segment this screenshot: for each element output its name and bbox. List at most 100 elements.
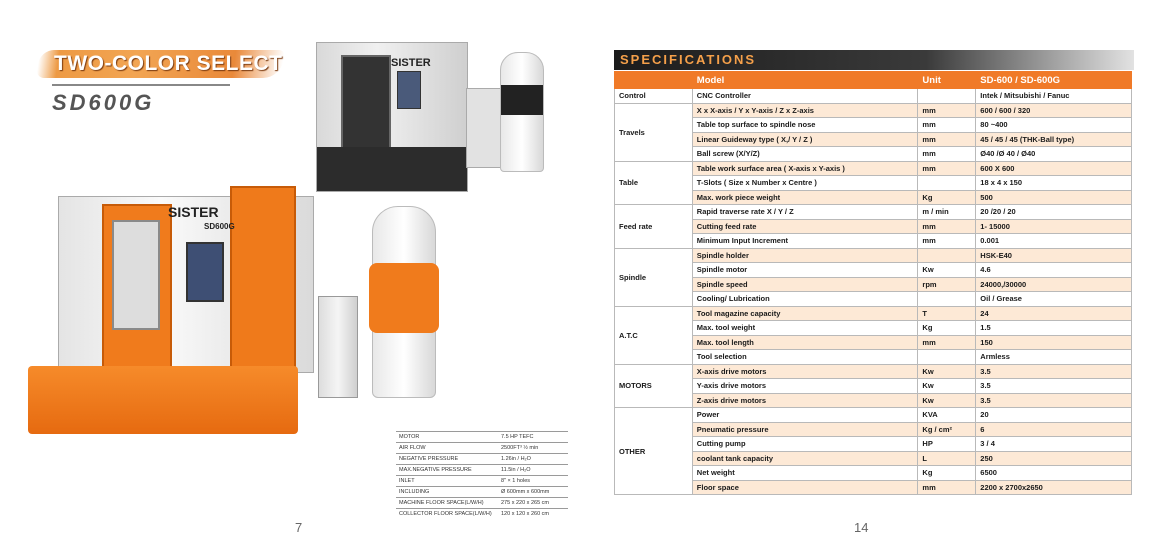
machine-brand: SISTER	[168, 204, 219, 220]
spec-model: Net weight	[691, 465, 919, 481]
spec-value: 3.5	[975, 378, 1132, 394]
spec-unit: Kw	[917, 363, 977, 379]
spec-group-label: Table	[614, 160, 693, 205]
spec-model: Floor space	[691, 479, 919, 495]
spec-value: 45 / 45 / 45 (THK-Ball type)	[975, 131, 1132, 147]
collector-spec-key: MAX.NEGATIVE PRESSURE	[396, 464, 498, 476]
spec-unit: Kw	[917, 392, 977, 408]
spec-model: Pneumatic pressure	[691, 421, 919, 437]
collector-spec-value: 11.5in / H₂O	[498, 464, 568, 476]
dust-collector-orange	[369, 206, 439, 398]
spec-model: Power	[691, 407, 919, 423]
spec-value: 250	[975, 450, 1132, 466]
spec-model: Rapid traverse rate X / Y / Z	[691, 204, 919, 220]
spec-model: Spindle speed	[691, 276, 919, 292]
spec-model: Ball screw (X/Y/Z)	[691, 146, 919, 162]
collector-spec-key: AIR FLOW	[396, 442, 498, 454]
spec-model: Max. tool weight	[691, 320, 919, 336]
machine-door	[341, 55, 391, 151]
machine-base	[28, 366, 298, 434]
spec-value: 600 X 600	[975, 160, 1132, 176]
spec-model: Y-axis drive motors	[691, 378, 919, 394]
dust-collector-dark	[500, 52, 544, 172]
col-header-value: SD-600 / SD-600G	[975, 71, 1132, 89]
spec-unit: KVA	[917, 407, 977, 423]
spec-value: 150	[975, 334, 1132, 350]
col-header-model: Model	[691, 71, 919, 89]
spec-unit: rpm	[917, 276, 977, 292]
spec-value: 3.5	[975, 363, 1132, 379]
machine-brand: SISTER	[391, 57, 431, 69]
model-underline	[52, 84, 230, 86]
spec-model: Cutting pump	[691, 436, 919, 452]
control-panel	[397, 71, 421, 109]
collector-spec-value: 8" × 1 holes	[498, 475, 568, 487]
collector-spec-key: COLLECTOR FLOOR SPACE(L/W/H)	[396, 508, 498, 519]
collector-spec-value: 1.26in / H₂O	[498, 453, 568, 465]
spec-model: coolant tank capacity	[691, 450, 919, 466]
spec-value: 3 / 4	[975, 436, 1132, 452]
spec-unit: mm	[917, 334, 977, 350]
spec-value: 20 /20 / 20	[975, 204, 1132, 220]
collector-spec-key: INLET	[396, 475, 498, 487]
spec-unit: Kg	[917, 189, 977, 205]
collector-spec-key: MOTOR	[396, 431, 498, 443]
spec-value: 18 x 4 x 150	[975, 175, 1132, 191]
spec-value: 24	[975, 305, 1132, 321]
spec-header-row: Model Unit SD-600 / SD-600G	[614, 71, 1132, 89]
collector-spec-value: Ø 600mm x 600mm	[498, 486, 568, 498]
spec-row: T-Slots ( Size x Number x Centre )18 x 4…	[615, 175, 1132, 191]
spec-unit	[917, 175, 977, 191]
page-number-right: 14	[854, 520, 869, 535]
spec-value: Armless	[975, 349, 1132, 365]
spec-group-label: A.T.C	[614, 305, 693, 365]
spec-unit: mm	[917, 160, 977, 176]
spec-value: 2200 x 2700x2650	[975, 479, 1132, 495]
machine-base	[317, 147, 467, 191]
spec-unit: Kw	[917, 262, 977, 278]
spec-unit: m / min	[917, 204, 977, 220]
spec-model: Cooling/ Lubrication	[691, 291, 919, 307]
spec-group-label: Feed rate	[614, 204, 693, 249]
spec-heading-bar: SPECIFICATIONS	[614, 50, 1134, 70]
spec-model: Max. tool length	[691, 334, 919, 350]
spec-model: Tool magazine capacity	[691, 305, 919, 321]
collector-spec-value: 120 x 120 x 260 cm	[498, 508, 568, 519]
spec-model: Minimum Input Increment	[691, 233, 919, 249]
spec-value: Ø40 /Ø 40 / Ø40	[975, 146, 1132, 162]
spec-unit	[917, 247, 977, 263]
spec-unit: Kw	[917, 378, 977, 394]
col-header-unit: Unit	[917, 71, 977, 89]
spec-unit: mm	[917, 218, 977, 234]
spec-group-label: MOTORS	[614, 363, 693, 408]
spec-value: 20	[975, 407, 1132, 423]
spec-model: Table work surface area ( X-axis x Y-axi…	[691, 160, 919, 176]
spec-group-label: OTHER	[614, 407, 693, 495]
spec-model: Spindle holder	[691, 247, 919, 263]
spec-unit: mm	[917, 131, 977, 147]
collector-spec-key: INCLUDING	[396, 486, 498, 498]
collector-spec-value: 7.5 HP TEFC	[498, 431, 568, 443]
right-page: SPECIFICATIONS Model Unit SD-600 / SD-60…	[576, 0, 1152, 551]
spec-value: 80 ~400	[975, 117, 1132, 133]
collector-spec-row: COLLECTOR FLOOR SPACE(L/W/H)120 x 120 x …	[396, 508, 568, 519]
hero-title-text: TWO-COLOR SELECT	[54, 52, 283, 75]
control-panel	[186, 242, 224, 302]
